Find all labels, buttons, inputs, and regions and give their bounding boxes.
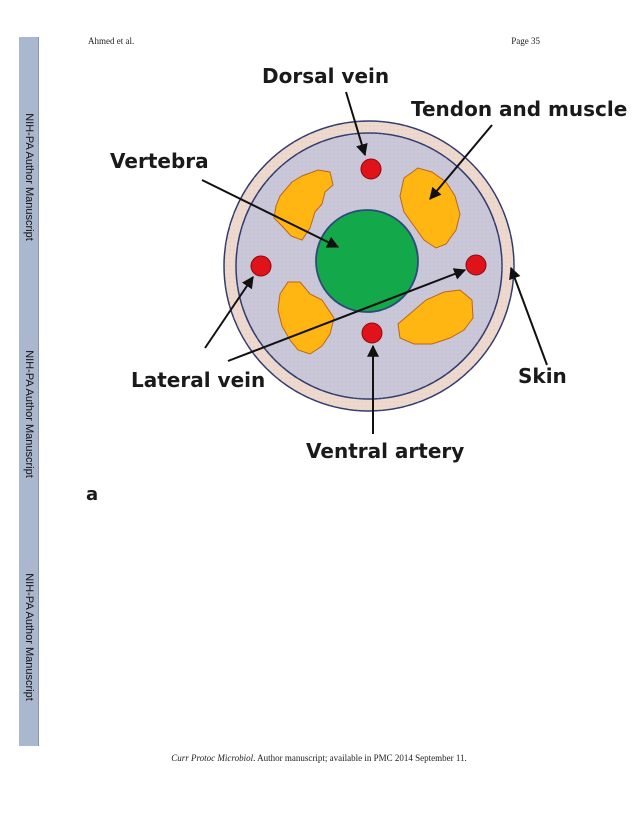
tendon-muscle-shape	[397, 289, 474, 345]
footer-citation: Curr Protoc Microbiol. Author manuscript…	[0, 753, 638, 763]
arrow-lateral-vein-right	[227, 268, 467, 362]
lateral-vein-left	[250, 255, 272, 277]
dorsal-vein	[360, 158, 382, 180]
label-tendon-muscle: Tendon and muscle	[411, 97, 627, 121]
header-authors: Ahmed et al.	[88, 36, 135, 46]
label-ventral-artery: Ventral artery	[306, 439, 464, 463]
label-dorsal-vein: Dorsal vein	[262, 64, 389, 88]
label-vertebra: Vertebra	[110, 149, 209, 173]
arrow-dorsal-vein	[345, 91, 368, 157]
arrow-lateral-vein-left	[204, 276, 254, 349]
tendon-muscle-shape	[399, 167, 461, 249]
ventral-artery	[361, 322, 383, 344]
journal-name: Curr Protoc Microbiol	[171, 753, 254, 763]
arrow-skin	[509, 266, 548, 366]
header-page-number: Page 35	[511, 36, 540, 46]
arrow-vertebra	[201, 179, 340, 248]
footer-text: . Author manuscript; available in PMC 20…	[253, 753, 467, 763]
panel-label: a	[86, 484, 98, 505]
arrow-tendon-muscle	[429, 124, 493, 200]
label-skin: Skin	[518, 364, 567, 388]
lateral-vein-right	[465, 254, 487, 276]
manuscript-sidebar: NIH-PA Author Manuscript NIH-PA Author M…	[19, 37, 39, 746]
vertebra	[315, 209, 419, 313]
label-lateral-vein: Lateral vein	[131, 368, 265, 392]
